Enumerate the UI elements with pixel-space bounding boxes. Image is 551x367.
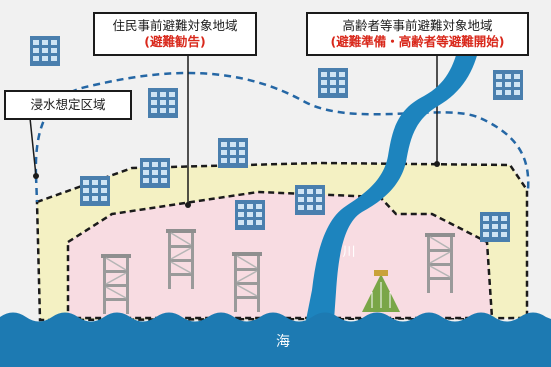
building-icon — [80, 176, 110, 206]
elderly-target-title: 高齢者等事前避難対象地域 — [342, 18, 493, 33]
river-label: 川 — [342, 245, 356, 260]
hill-shelter-icon — [362, 270, 400, 312]
building-icon — [235, 200, 265, 230]
resident-target-subtitle: (避難勧告) — [144, 33, 206, 49]
river — [306, 44, 480, 320]
elderly-target-subtitle: (避難準備・高齢者等避難開始) — [330, 33, 505, 49]
building-icon — [295, 185, 325, 215]
building-icon — [30, 36, 60, 66]
resident-target-callout: 住民事前避難対象地域 (避難勧告) — [93, 12, 257, 56]
building-icon — [140, 158, 170, 188]
elderly-target-callout: 高齢者等事前避難対象地域 (避難準備・高齢者等避難開始) — [306, 12, 529, 56]
sea — [0, 312, 551, 367]
building-icon — [148, 88, 178, 118]
flood-zone-label: 浸水想定区域 — [4, 90, 132, 120]
building-icon — [480, 212, 510, 242]
resident-target-title: 住民事前避難対象地域 — [112, 18, 238, 33]
building-icon — [493, 70, 523, 100]
sea-label: 海 — [276, 334, 290, 350]
building-icon — [318, 68, 348, 98]
flood-label-leader — [29, 117, 37, 177]
building-icon — [218, 138, 248, 168]
